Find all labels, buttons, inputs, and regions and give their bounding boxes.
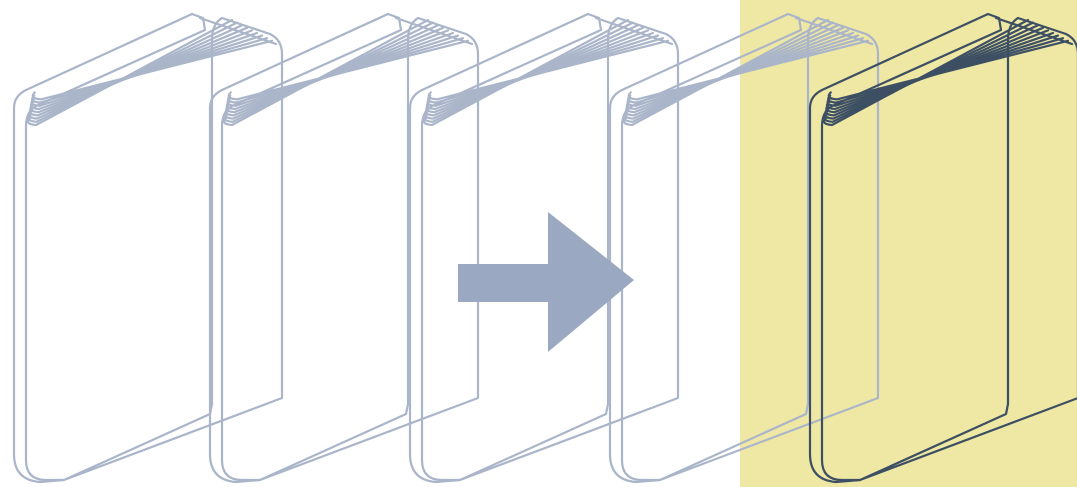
highlight-panel bbox=[740, 0, 1077, 487]
